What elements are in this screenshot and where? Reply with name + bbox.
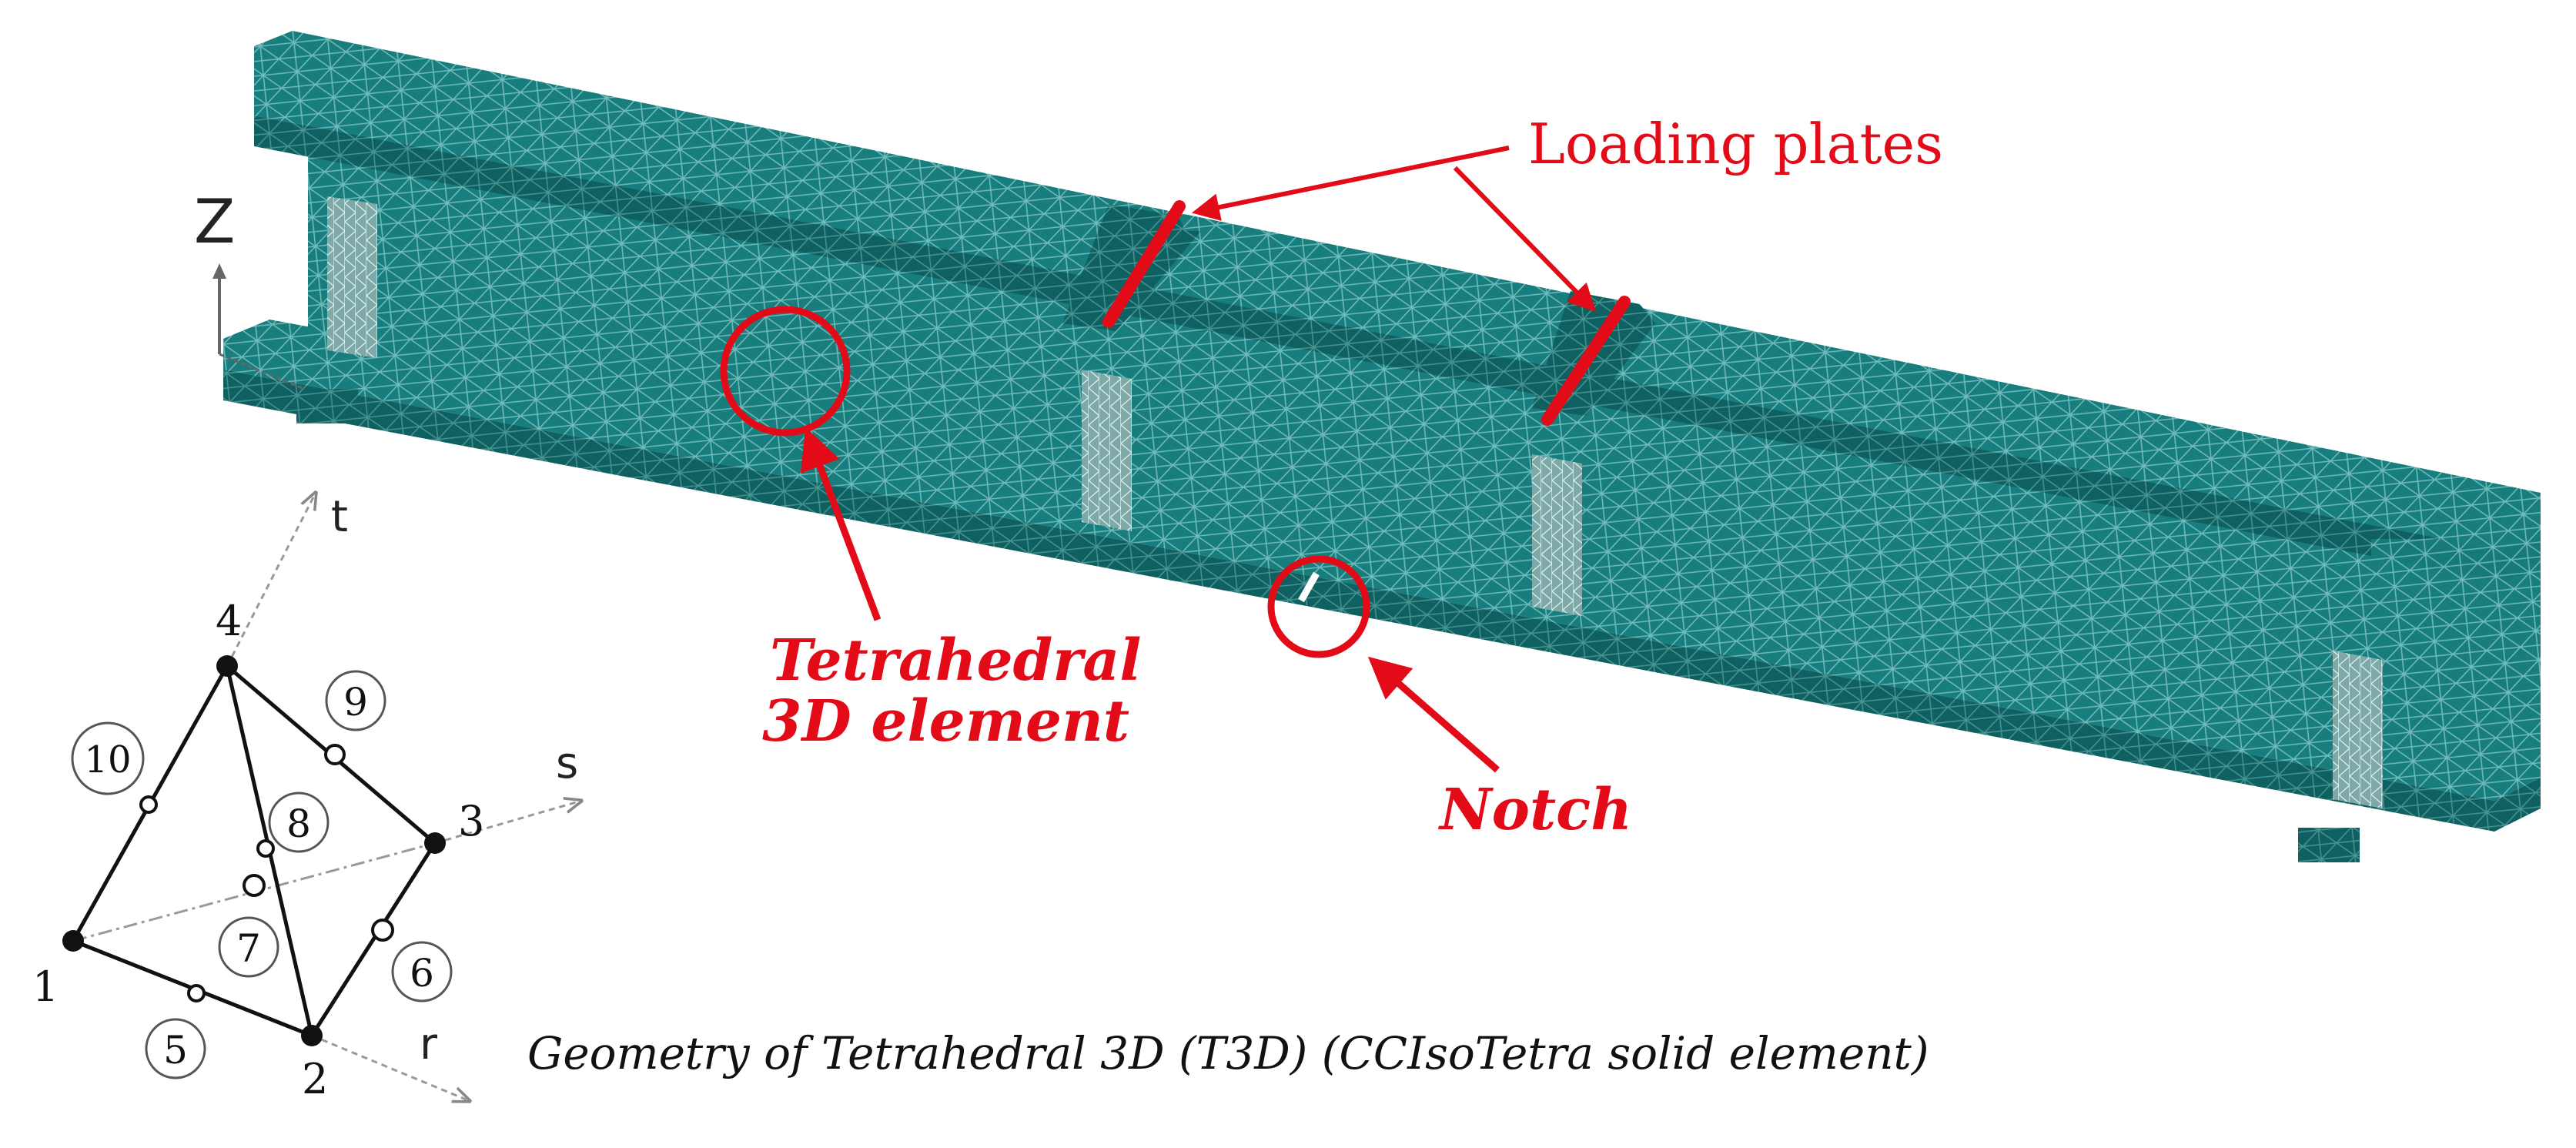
axis-r-label: r bbox=[420, 1019, 438, 1069]
mid-label-9-group: 9 bbox=[325, 670, 386, 731]
mid-label-5: 5 bbox=[163, 1028, 188, 1073]
mid-node-8 bbox=[256, 839, 275, 858]
axis-t-line bbox=[226, 493, 316, 667]
corner-node-3 bbox=[424, 832, 446, 854]
mid-node-9 bbox=[324, 744, 346, 765]
tetrahedral-circle bbox=[720, 306, 851, 437]
corner-node-4 bbox=[216, 655, 238, 677]
corner-node-1 bbox=[62, 930, 84, 952]
beam-end-face bbox=[2371, 539, 2541, 762]
stiffener-mid-left bbox=[1082, 370, 1132, 531]
i-beam-mesh bbox=[223, 31, 2541, 862]
mid-label-7: 7 bbox=[236, 926, 261, 971]
right-support bbox=[2298, 828, 2360, 862]
beam-top-flange-edge bbox=[254, 115, 2541, 581]
mid-node-6 bbox=[371, 919, 394, 942]
stiffener-mid-right bbox=[1532, 454, 1582, 616]
corner-label-2: 2 bbox=[302, 1055, 328, 1103]
global-axis: Z bbox=[194, 188, 305, 390]
axis-s-line bbox=[434, 801, 581, 845]
annotations: Loading plates Tetrahedral 3D element No… bbox=[720, 112, 1943, 843]
tetrahedral-arrow bbox=[800, 427, 882, 621]
notch-label: Notch bbox=[1438, 777, 1632, 843]
left-support bbox=[296, 389, 358, 423]
figure-caption: Geometry of Tetrahedral 3D (T3D) (CCIsoT… bbox=[527, 1027, 1929, 1079]
beam-web bbox=[308, 115, 2541, 762]
mid-label-5-group: 5 bbox=[145, 1018, 206, 1079]
mid-label-8-group: 8 bbox=[268, 792, 330, 853]
global-axis-z-label: Z bbox=[194, 188, 235, 257]
corner-label-1: 1 bbox=[32, 962, 59, 1011]
corner-node-2 bbox=[301, 1025, 323, 1046]
mid-label-10: 10 bbox=[84, 738, 131, 782]
notch-circle bbox=[1267, 555, 1370, 658]
mid-label-10-group: 10 bbox=[71, 721, 145, 795]
notch-arrow bbox=[1367, 656, 1500, 773]
loading-plates-arrow-2 bbox=[1453, 166, 1597, 313]
beam-bottom-flange-edge bbox=[223, 370, 2541, 832]
mid-node-10 bbox=[139, 795, 158, 814]
mid-label-6: 6 bbox=[410, 951, 434, 996]
tetrahedral-label-line1: Tetrahedral bbox=[770, 628, 1141, 694]
loading-plates-label: Loading plates bbox=[1528, 112, 1943, 176]
loading-plates-arrow-1 bbox=[1191, 146, 1510, 221]
loading-plate-bar-1 bbox=[1102, 200, 1186, 328]
tetrahedral-label-line2: 3D element bbox=[762, 688, 1129, 755]
corner-label-3: 3 bbox=[458, 797, 484, 845]
mid-node-5 bbox=[187, 984, 206, 1002]
loading-plate-bar-2 bbox=[1541, 296, 1631, 426]
mid-label-8: 8 bbox=[286, 802, 311, 846]
notch-mark bbox=[1298, 571, 1320, 603]
element-edges bbox=[71, 664, 437, 1038]
mid-label-7-group: 7 bbox=[218, 916, 279, 978]
corner-label-4: 4 bbox=[216, 597, 242, 645]
axis-r-line bbox=[311, 1034, 470, 1101]
mid-label-6-group: 6 bbox=[391, 941, 453, 1002]
stiffener-end-left bbox=[327, 196, 377, 358]
axis-s-label: s bbox=[556, 738, 578, 788]
stiffener-end-right bbox=[2333, 651, 2383, 808]
mid-label-9: 9 bbox=[343, 680, 368, 725]
tetrahedral-element-diagram: 1 2 3 4 5 6 7 8 9 10 t s r bbox=[32, 492, 581, 1103]
beam-top-flange bbox=[254, 31, 2541, 551]
mid-node-7 bbox=[243, 874, 266, 897]
axis-t-label: t bbox=[331, 492, 348, 542]
